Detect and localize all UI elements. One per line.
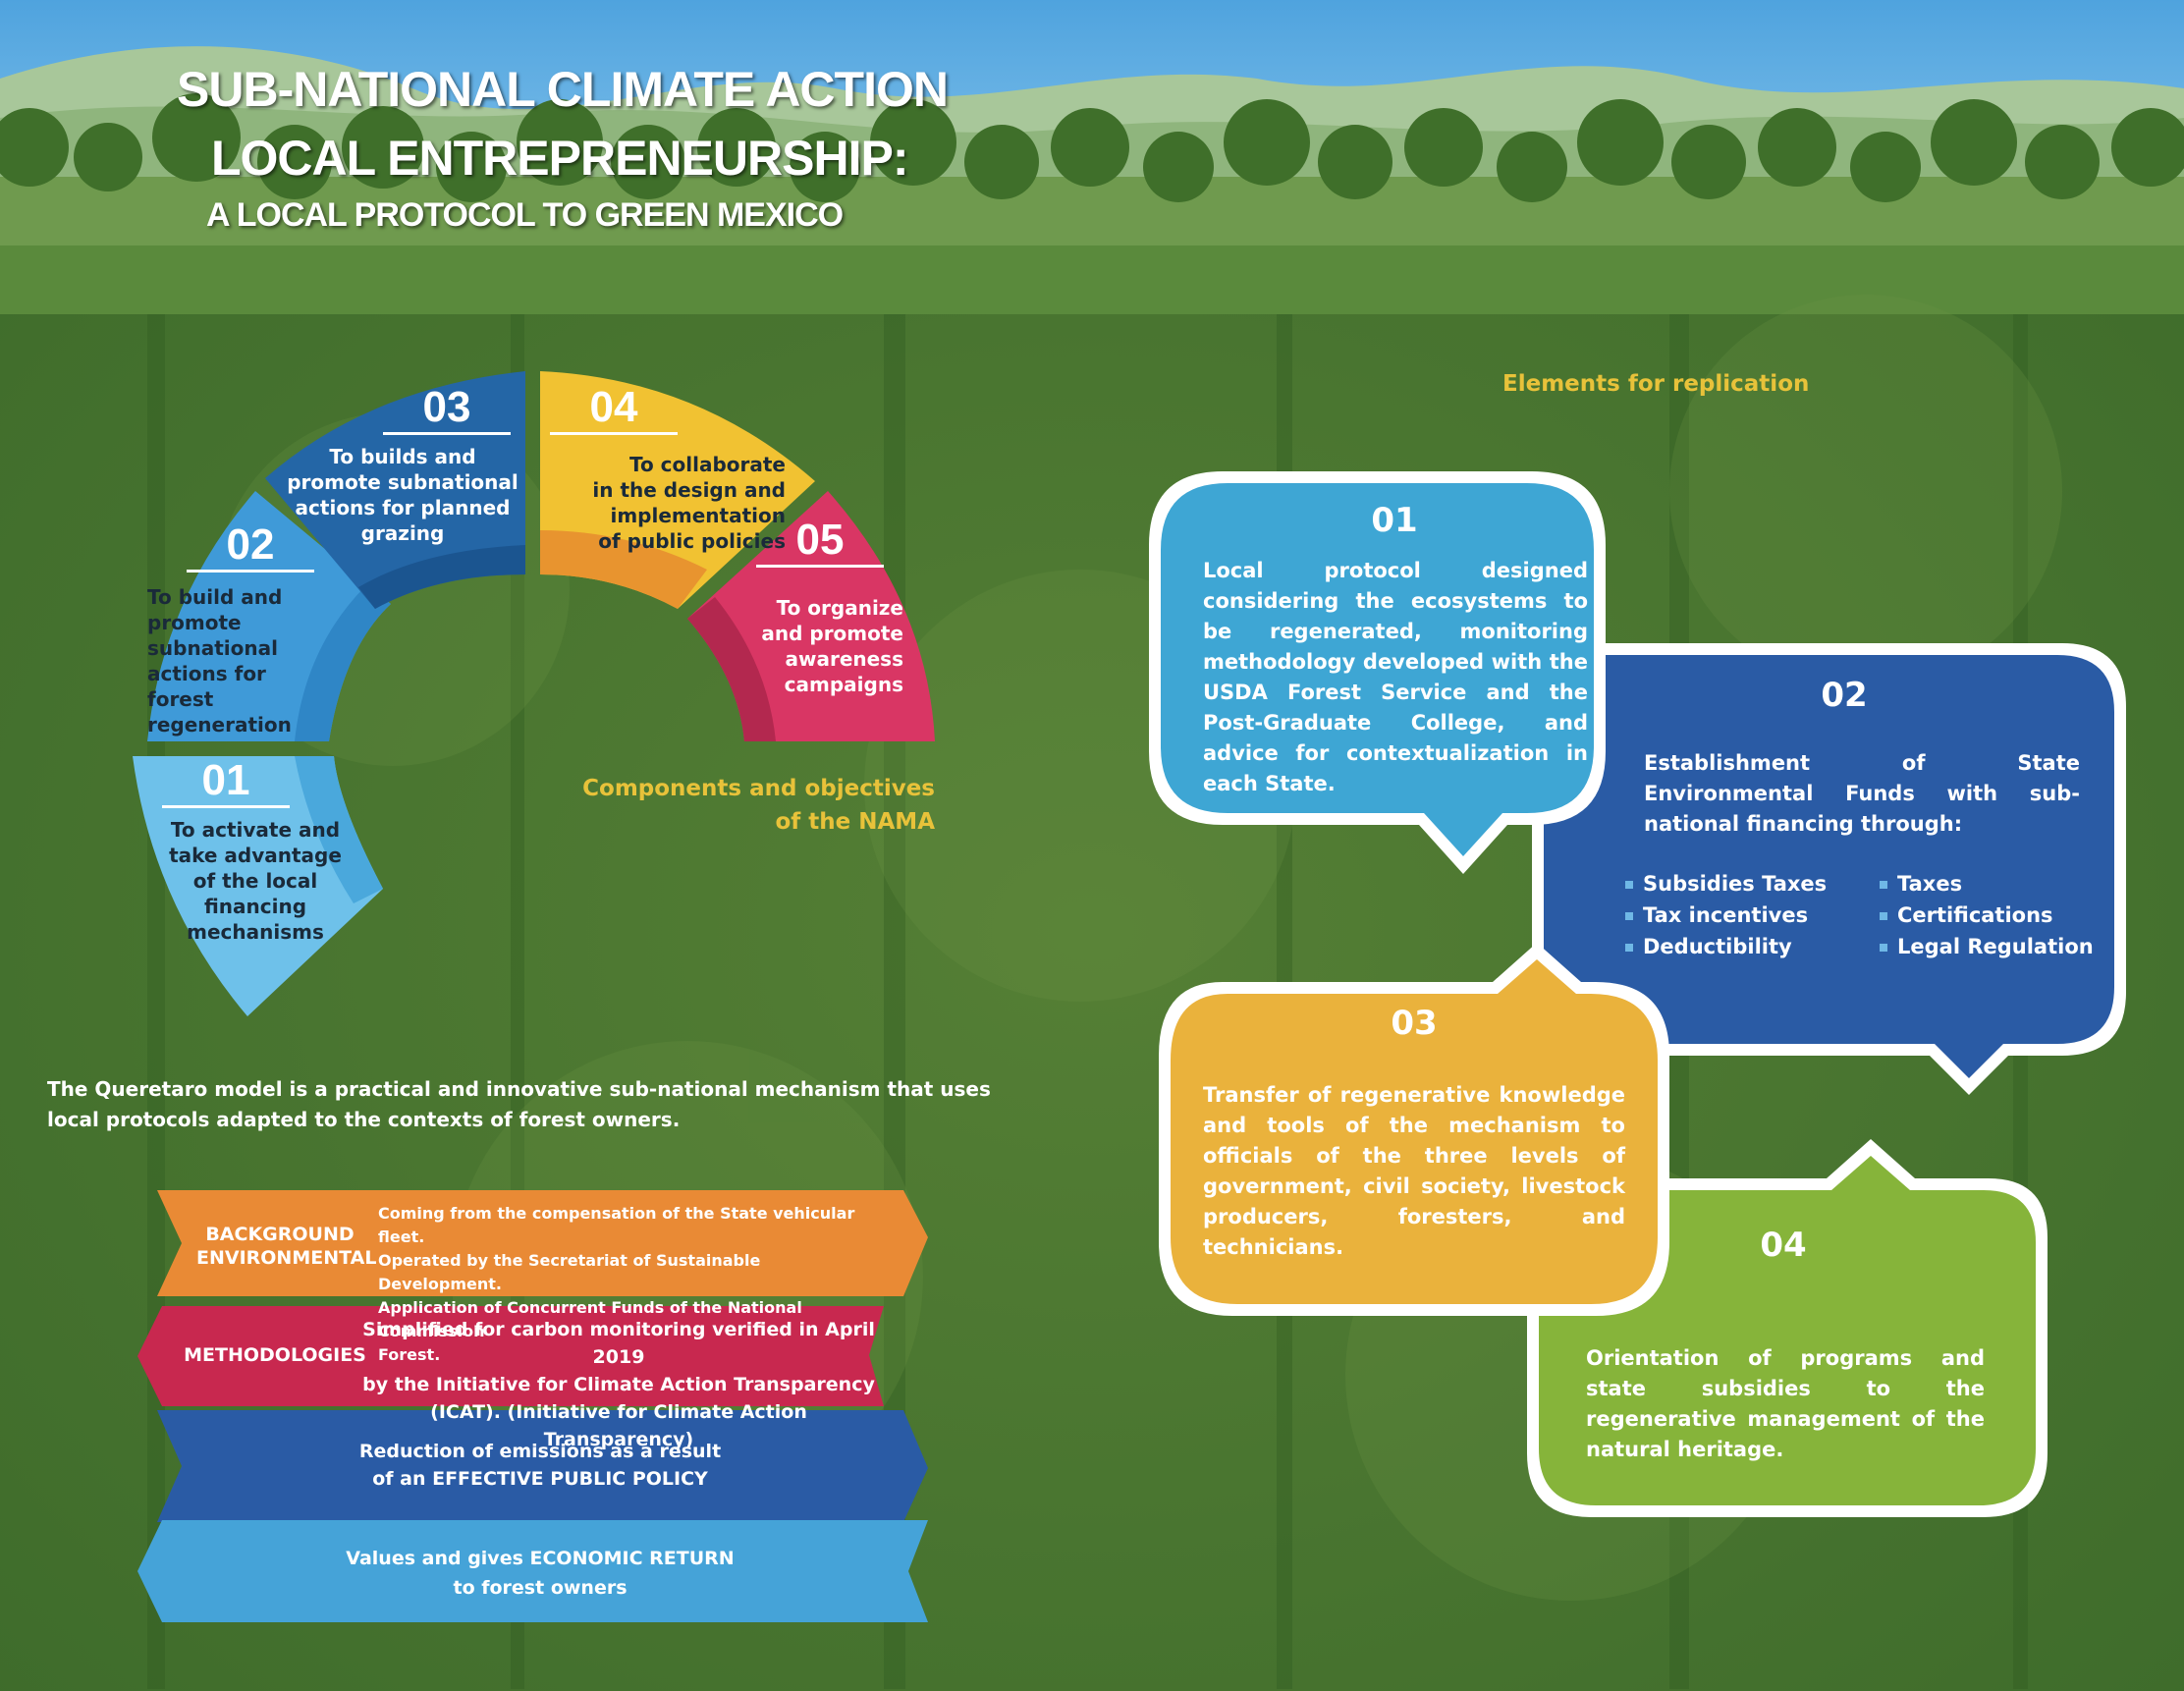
segment-02-number: 02 [226,520,275,569]
bubble-02-text: Establishment of State Environmental Fun… [1644,751,2080,836]
segment-04-underline [550,432,678,435]
segment-03-underline [383,432,511,435]
bubble-02-bullet-5: Certifications [1880,900,2053,931]
segment-03-shape [265,371,525,609]
bubble-04-text: Orientation of programs and state subsid… [1586,1346,1985,1461]
segment-03-number: 03 [422,383,471,431]
segment-01-number: 01 [201,756,250,804]
segment-02-inner [295,586,391,741]
ribbon-background-shape [157,1190,928,1296]
bubble-02-shape [1532,643,2126,1095]
bubble-02-bullet-4: Taxes [1880,869,1962,900]
ribbon-background-text: Coming from the compensation of the Stat… [378,1204,855,1364]
bubble-02-bullet-6: Legal Regulation [1880,932,2094,962]
ribbon-methodologies-shape [137,1306,884,1406]
replication-heading: Elements for replication [1502,371,1810,397]
ribbon-methodologies-label: METHODOLOGIES [184,1344,366,1366]
segment-01-underline [162,805,290,808]
segment-05-inner [687,597,776,741]
ribbon-reduction-shape [157,1410,928,1522]
intro-paragraph: The Queretaro model is a practical and i… [47,1077,991,1131]
segment-01-inner [295,756,383,903]
bubble-03-text: Transfer of regenerative knowledge and t… [1203,1083,1625,1259]
segment-04-number: 04 [589,383,638,431]
ribbon-methodologies-text: Simplified for carbon monitoring verifie… [362,1319,875,1450]
title-line-2: LOCAL ENTREPRENEURSHIP: [211,131,908,186]
ribbon-values-shape [137,1520,928,1622]
segment-05-number: 05 [795,516,845,564]
bubble-03-number: 03 [1391,1004,1438,1043]
bubble-04-number: 04 [1760,1226,1807,1265]
bubble-02-bullet-2: Tax incentives [1625,900,1808,931]
segment-03-inner [358,545,525,609]
bubble-03-shape [1159,943,1669,1316]
components-caption: Components and objectives of the NAMA [582,776,935,835]
title-line-1: SUB-NATIONAL CLIMATE ACTION [177,62,949,117]
bubble-01-text: Local protocol designed considering the … [1203,559,1588,795]
ribbon-background-label: BACKGROUND ENVIRONMENTAL [196,1224,377,1269]
segment-02-underline [187,570,314,573]
segment-04-inner [540,530,707,609]
bubble-01-shape [1149,471,1606,874]
bubble-01-number: 01 [1371,501,1418,540]
bubble-02-number: 02 [1821,676,1868,715]
bubble-02-bullet-3: Deductibility [1625,932,1792,962]
bubble-02-bullet-1: Subsidies Taxes [1625,869,1827,900]
title-line-3: A LOCAL PROTOCOL TO GREEN MEXICO [206,196,844,234]
segment-05-underline [756,565,884,568]
